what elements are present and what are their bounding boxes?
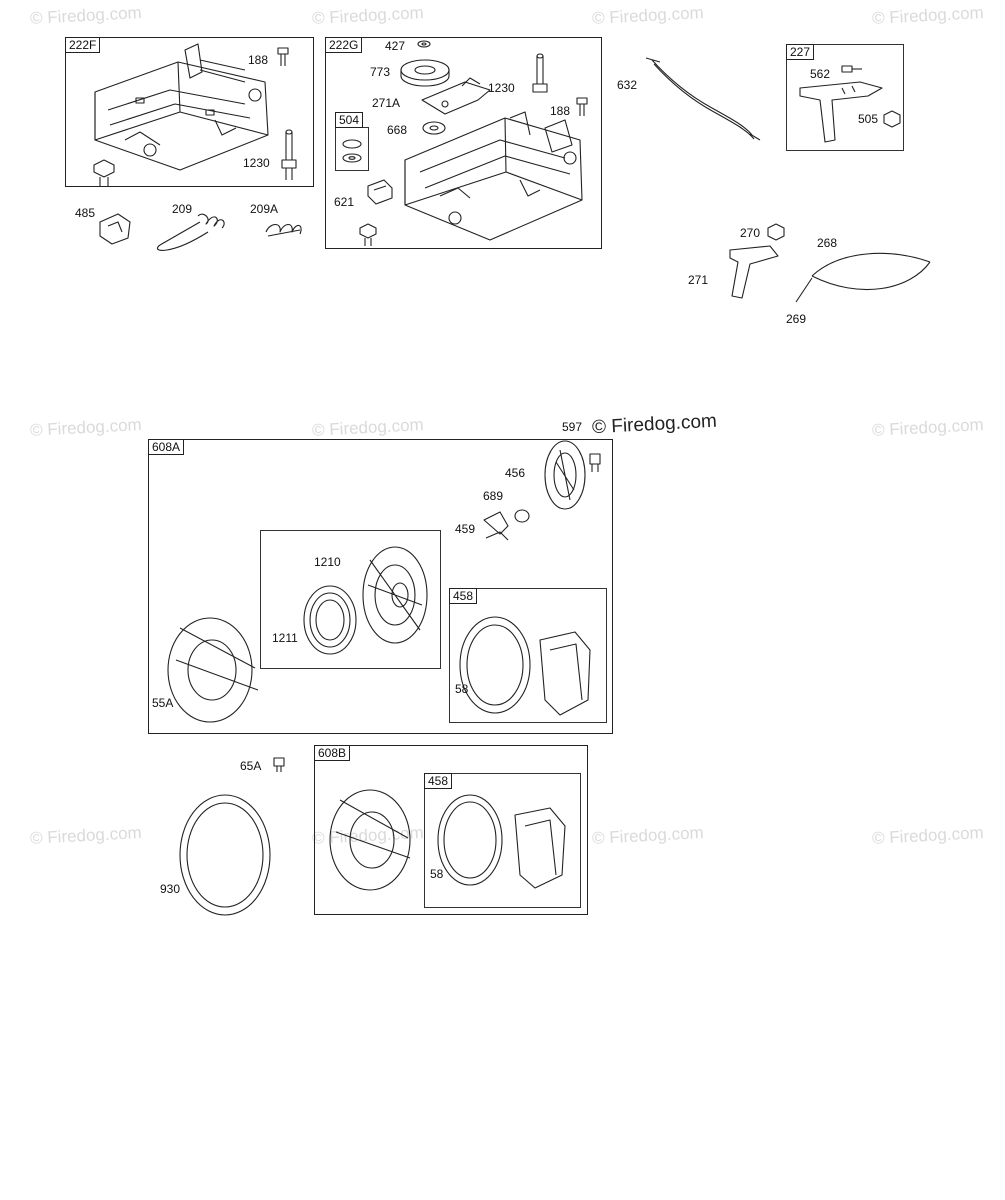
stud-1230b-icon	[532, 53, 548, 93]
part-callout: 268	[817, 236, 838, 250]
part-callout: 55A	[152, 696, 174, 710]
part-callout: 1230	[243, 156, 270, 170]
part-callout: 668	[387, 123, 408, 137]
group-label-458: 458	[449, 588, 478, 604]
blower-housing-55A-icon	[167, 617, 259, 723]
group-1210-panel	[260, 530, 441, 669]
part-callout: 269	[786, 312, 807, 326]
part-callout: 930	[160, 882, 181, 896]
cable-632-icon	[645, 57, 761, 141]
part-callout: 58	[455, 682, 469, 696]
part-callout: 209	[172, 202, 193, 216]
base-plate-222G	[404, 111, 583, 241]
nut-505-icon	[883, 110, 901, 128]
group-label-222G: 222G	[325, 37, 363, 53]
pawl-459-icon	[483, 511, 509, 541]
group-608A-panel	[148, 439, 613, 734]
clip-621-icon	[367, 179, 393, 205]
clip-485-icon	[99, 213, 131, 245]
part-callout: 459	[455, 522, 476, 536]
part-callout: 271A	[372, 96, 401, 110]
nut-270-icon	[767, 223, 785, 241]
lever-227-icon	[799, 81, 883, 143]
bolt-188-icon	[277, 47, 289, 66]
bolt-188b-icon	[576, 97, 588, 116]
part-callout: 562	[810, 67, 831, 81]
guard-458b-icon	[514, 807, 566, 889]
group-458b-panel	[424, 773, 581, 908]
part-callout: 427	[385, 39, 406, 53]
starter-cup-597-456-icon	[544, 440, 586, 510]
part-callout: 1211	[272, 631, 298, 645]
baffle-930-icon	[179, 794, 271, 916]
bolt-562-icon	[841, 65, 862, 73]
group-label-504: 504	[335, 112, 364, 128]
part-callout: 632	[617, 78, 638, 92]
group-227-panel	[786, 44, 904, 151]
rope-58-icon	[459, 616, 531, 714]
group-label-458: 458	[424, 773, 453, 789]
leader-269	[795, 277, 813, 303]
part-callout: 689	[483, 489, 504, 503]
ring-689-icon	[514, 509, 530, 523]
part-callout: 1210	[314, 555, 341, 569]
pulley-1210-icon	[362, 546, 428, 644]
part-callout: 209A	[250, 202, 279, 216]
group-label-227: 227	[786, 44, 815, 60]
spring-1211-icon	[303, 585, 357, 655]
base-plate-222F	[94, 43, 269, 171]
group-label-608A: 608A	[148, 439, 185, 455]
screw-597-icon	[589, 453, 601, 472]
part-callout: 188	[550, 104, 571, 118]
bracket-271A-icon	[421, 77, 491, 115]
part-callout: 505	[858, 112, 879, 126]
part-callout: 58	[430, 867, 444, 881]
group-608B-panel	[314, 745, 588, 915]
part-callout: 65A	[240, 759, 262, 773]
bolt-65A-icon	[273, 757, 285, 772]
part-callout: 456	[505, 466, 526, 480]
part-callout: 621	[334, 195, 355, 209]
stud-1230-icon	[281, 129, 297, 180]
spring-209-icon	[157, 213, 225, 251]
washer-427-icon	[417, 40, 431, 48]
part-callout: 271	[688, 273, 709, 287]
part-callout: 1230	[488, 81, 515, 95]
part-callout: 485	[75, 206, 96, 220]
group-222G-panel	[325, 37, 602, 249]
cable-268-icon	[811, 252, 931, 290]
blower-housing-608B-icon	[329, 789, 411, 891]
group-label-608B: 608B	[314, 745, 351, 761]
spring-209A-icon	[265, 223, 302, 237]
part-callout: 773	[370, 65, 391, 79]
lever-271-icon	[729, 245, 779, 299]
part-callout: 597	[562, 420, 583, 434]
washers-504-icon	[342, 139, 362, 163]
bolt-222G-icon	[359, 223, 377, 246]
group-label-222F: 222F	[65, 37, 101, 53]
group-458a-panel	[449, 588, 607, 723]
rope-58b-icon	[437, 794, 503, 886]
part-callout: 188	[248, 53, 269, 67]
guard-458-icon	[539, 631, 591, 716]
group-222F-panel	[65, 37, 314, 187]
part-callout: 270	[740, 226, 761, 240]
washer-668-icon	[422, 121, 446, 135]
bolt-222F-icon	[93, 159, 115, 186]
pulley-773-icon	[400, 59, 450, 87]
